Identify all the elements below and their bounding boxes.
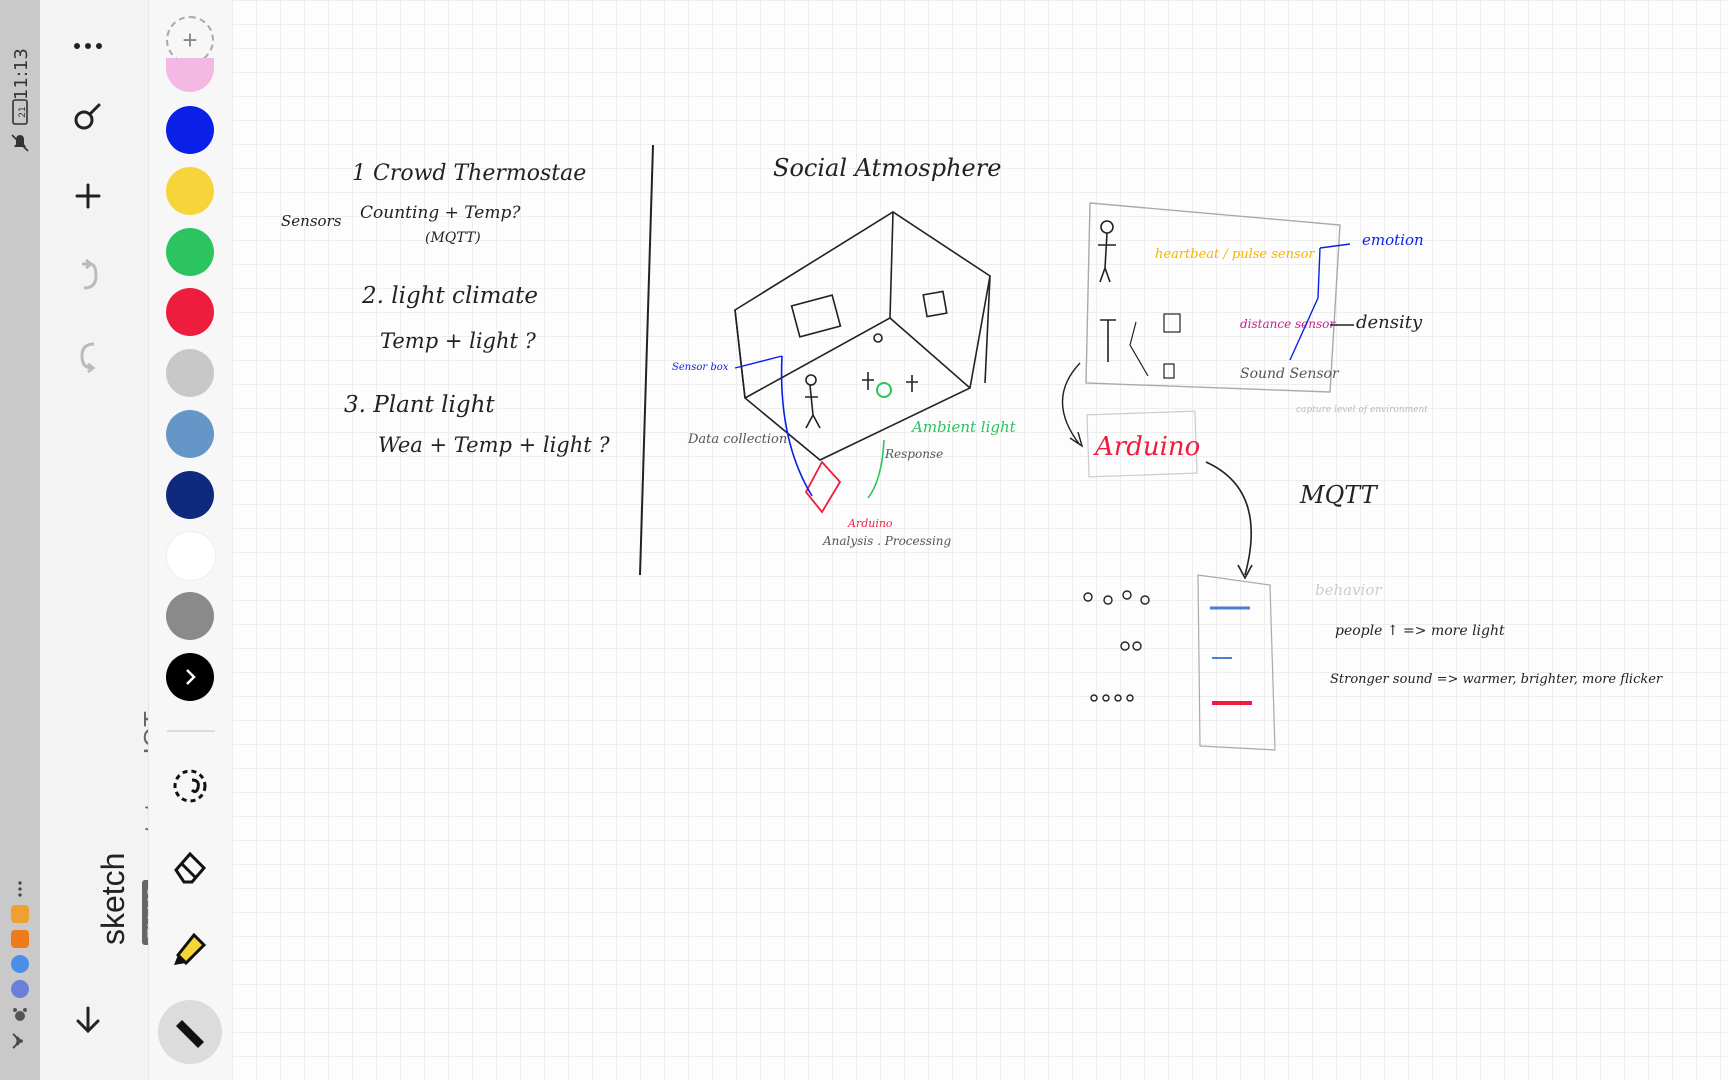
undo-icon [80,342,96,374]
eraser-tool-button[interactable] [162,840,218,896]
density-label: density [1356,312,1423,333]
scroll-down-button[interactable] [64,996,112,1044]
note-item2-detail: Temp + light ? [380,329,537,353]
add-button[interactable] [64,172,112,220]
battery-icon: 21 [12,99,28,125]
color-swatch-yellow[interactable] [166,167,214,215]
heartbeat-label: heartbeat / pulse sensor [1155,247,1315,262]
sensors-note: Sensors [281,212,342,230]
highlighter-icon [174,932,207,966]
sound-sensor-label: Sound Sensor [1240,366,1340,382]
note-item3-title: 3. Plant light [344,392,495,418]
bell-off-icon [11,134,29,152]
arrow-down-icon [76,1006,100,1034]
room-arduino-label: Arduino [847,517,893,530]
side-menu: sketch EN-US prototype IOT [40,0,168,1080]
note-item1-sub: (MQTT) [425,230,481,246]
color-swatch-pink[interactable] [166,58,214,92]
add-color-button[interactable]: + [166,16,214,64]
color-swatch-black-selected[interactable] [166,653,214,701]
color-swatch-steel-blue[interactable] [166,410,214,458]
arduino-box-label: Arduino [1093,432,1200,462]
more-horizontal-icon [74,43,102,49]
flow-sketch: heartbeat / pulse sensor emotion distanc… [1061,202,1663,751]
pen-icon [176,1020,204,1048]
color-swatch-green[interactable] [166,228,214,276]
highlighter-tool-button[interactable] [162,921,218,977]
drawing-canvas[interactable]: Sensors 1 Crowd Thermostae Counting + Te… [232,0,1728,1080]
more-options-button[interactable] [64,22,112,70]
pets-icon [13,1008,27,1021]
palette-divider [167,730,215,732]
plus-icon [75,183,101,209]
search-button[interactable] [64,92,112,140]
room-sketch: Social Atmosphere Sensor box Da [672,154,1017,548]
color-palette: + [148,0,233,1080]
undo-button[interactable] [64,332,112,380]
svg-text:21: 21 [18,106,28,117]
behavior-label: behavior [1315,581,1382,599]
distance-label: distance sensor [1240,317,1336,331]
chevron-right-icon [186,669,196,685]
wifi-icon [12,1033,23,1049]
rule1-label: people ↑ => more light [1335,623,1505,639]
search-icon [74,103,101,130]
analysis-label: Analysis . Processing [822,534,952,548]
caption-label: capture level of environment [1296,405,1428,415]
color-swatch-light-gray[interactable] [166,349,214,397]
note-item1-title: 1 Crowd Thermostae [352,161,586,186]
lasso-icon [173,769,207,803]
lasso-tool-button[interactable] [162,758,218,814]
color-swatch-navy[interactable] [166,471,214,519]
color-swatch-blue[interactable] [166,106,214,154]
note-item3-detail: Wea + Temp + light ? [378,433,610,457]
data-collection-label: Data collection [687,432,787,447]
sensor-box-label: Sensor box [672,362,729,373]
ambient-light-label: Ambient light [910,418,1017,436]
plus-icon: + [182,24,198,55]
emotion-label: emotion [1362,231,1424,249]
separator-line [639,144,654,576]
note-item1-detail: Counting + Temp? [360,203,521,223]
eraser-icon [174,851,207,884]
browser-notification-icon [11,955,29,973]
rule2-label: Stronger sound => warmer, brighter, more… [1330,672,1663,687]
redo-icon [82,258,98,290]
room-title: Social Atmosphere [773,154,1001,182]
note-item2-title: 2. light climate [361,283,538,309]
page-title: sketch [95,852,131,945]
redo-button[interactable] [64,252,112,300]
mqtt-label: MQTT [1299,481,1379,509]
sketch-layer: Sensors 1 Crowd Thermostae Counting + Te… [281,144,1663,751]
status-time: 11:13 [11,48,32,100]
notes-left: Sensors 1 Crowd Thermostae Counting + Te… [281,161,610,457]
status-bar: 11:13 21 [0,0,40,1080]
color-swatch-red[interactable] [166,288,214,336]
alert-notification-icon [11,930,29,948]
chrome-notification-icon [11,980,29,998]
more-notifications-icon [18,881,22,897]
response-label: Response [884,447,943,461]
color-swatch-white[interactable] [166,531,216,581]
color-swatch-gray[interactable] [166,592,214,640]
app-notification-icon [11,905,29,923]
pen-tool-button-selected[interactable] [158,1000,222,1064]
